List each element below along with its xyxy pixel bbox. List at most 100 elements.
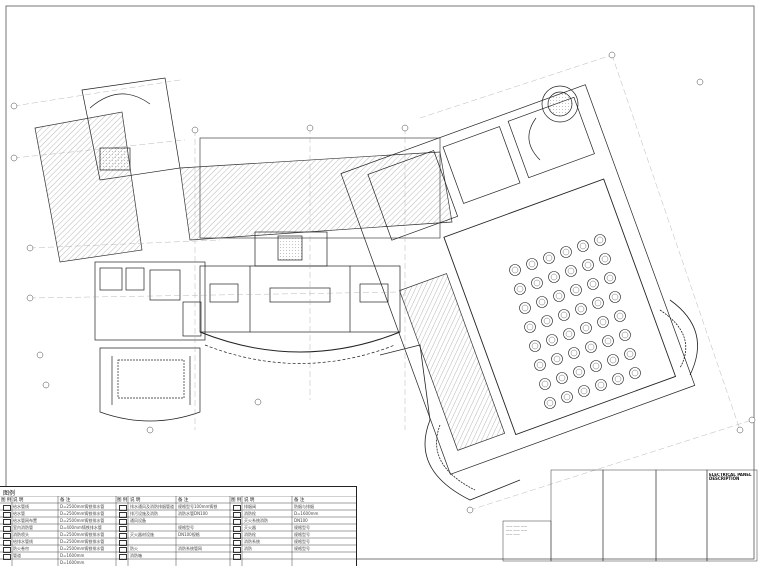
table-top	[604, 337, 612, 345]
table-top	[550, 273, 558, 281]
table-top	[631, 369, 639, 377]
legend-cell: 通风设备	[130, 518, 146, 523]
round-table	[543, 252, 555, 264]
legend-title: 图例	[3, 490, 16, 497]
table-top	[516, 285, 524, 293]
grid-bubble	[254, 398, 262, 406]
grid-bubble	[42, 381, 50, 389]
legend-cell: 排水通风及消防排烟管道	[130, 504, 174, 509]
table-top	[558, 374, 566, 382]
round-table	[577, 240, 589, 252]
lower-lounge	[379, 344, 521, 501]
table-top	[545, 254, 553, 262]
table-top	[626, 350, 634, 358]
round-table	[597, 316, 609, 328]
legend-cell: 消防	[244, 546, 252, 551]
legend-cell: D=2500mm铸铁排水管	[60, 546, 105, 551]
round-table	[568, 347, 580, 359]
legend-cell: 消防系统管网	[178, 546, 202, 551]
notes-column-5: ELECTRICAL PANEL DESCRIPTION	[709, 473, 756, 559]
round-table	[582, 259, 594, 271]
legend-cell: D=1600mm	[60, 553, 85, 558]
legend-symbol-icon	[233, 512, 241, 518]
table-top	[567, 267, 575, 275]
table-top	[543, 317, 551, 325]
grid-bubble	[191, 126, 199, 134]
round-table	[536, 296, 548, 308]
legend-symbol-icon	[233, 533, 241, 539]
round-table	[612, 373, 624, 385]
grid-bubble	[608, 51, 616, 59]
round-table	[580, 322, 592, 334]
table-top	[611, 293, 619, 301]
table-top	[563, 393, 571, 401]
round-table	[558, 309, 570, 321]
table-top	[521, 304, 529, 312]
grid-lines	[13, 54, 753, 511]
legend-header: 备 注	[294, 498, 305, 503]
round-table	[561, 391, 573, 403]
legend-cell: 管道	[13, 553, 21, 558]
left-wing	[34, 77, 206, 422]
round-table	[514, 283, 526, 295]
central-block	[179, 137, 453, 364]
table-top	[577, 305, 585, 313]
table-top	[548, 336, 556, 344]
grid-bubble	[306, 124, 314, 132]
legend-cell: 规格型号	[294, 546, 310, 551]
legend-cell: DN100	[294, 518, 308, 523]
table-top	[584, 261, 592, 269]
legend-symbol-icon	[3, 547, 11, 553]
round-table	[548, 271, 560, 283]
legend-cell: D=400mm铸铁排水管	[60, 525, 102, 530]
table-top	[606, 274, 614, 282]
round-table	[539, 378, 551, 390]
table-top	[579, 242, 587, 250]
legend-symbol-icon	[119, 512, 127, 518]
legend-cell: 灭火器	[244, 525, 256, 530]
grid-bubble	[401, 124, 409, 132]
round-table	[531, 277, 543, 289]
legend-cell: 防火卷帘	[13, 546, 29, 551]
round-table	[573, 366, 585, 378]
legend-symbol-icon	[233, 519, 241, 525]
round-table	[619, 329, 631, 341]
round-table	[534, 359, 546, 371]
grid-bubble	[26, 294, 34, 302]
legend-cell: 排烟阀	[244, 504, 256, 509]
legend-symbol-icon	[233, 505, 241, 511]
round-table	[541, 315, 553, 327]
legend-header: 说 明	[244, 498, 255, 503]
legend-symbol-icon	[233, 547, 241, 553]
round-table	[556, 372, 568, 384]
legend-cell: 室内消防管	[13, 525, 33, 530]
legend-cell: DN100规格	[178, 532, 200, 537]
rotunda	[528, 85, 579, 161]
legend-symbol-icon	[233, 540, 241, 546]
round-table	[524, 321, 536, 333]
grid-bubble	[736, 426, 744, 434]
round-table	[544, 397, 556, 409]
legend-cell: 灭火器材设施	[130, 532, 154, 537]
notes-heading: ELECTRICAL PANEL DESCRIPTION	[709, 473, 752, 481]
legend-cell: 灭火系统消防	[244, 518, 268, 523]
table-top	[601, 255, 609, 263]
legend-cell: D=2500mm铸铁排水管	[60, 504, 105, 509]
round-table	[614, 310, 626, 322]
table-top	[546, 399, 554, 407]
round-table	[526, 258, 538, 270]
table-top	[592, 362, 600, 370]
round-table	[565, 265, 577, 277]
legend-cell: 排污设施及消防	[130, 511, 158, 516]
legend-cell: D=2500mm铸铁排水管	[60, 518, 105, 523]
legend-symbol-icon	[119, 554, 127, 560]
round-table	[570, 284, 582, 296]
legend-cell: 给排水管线	[13, 539, 33, 544]
legend-cell: 消防箱	[130, 553, 142, 558]
legend-cell: 规格型号	[178, 525, 194, 530]
table-top	[536, 361, 544, 369]
legend-symbol-icon	[119, 505, 127, 511]
legend-symbol-icon	[119, 540, 127, 546]
sheet-border	[5, 5, 755, 560]
title-block	[502, 469, 758, 562]
